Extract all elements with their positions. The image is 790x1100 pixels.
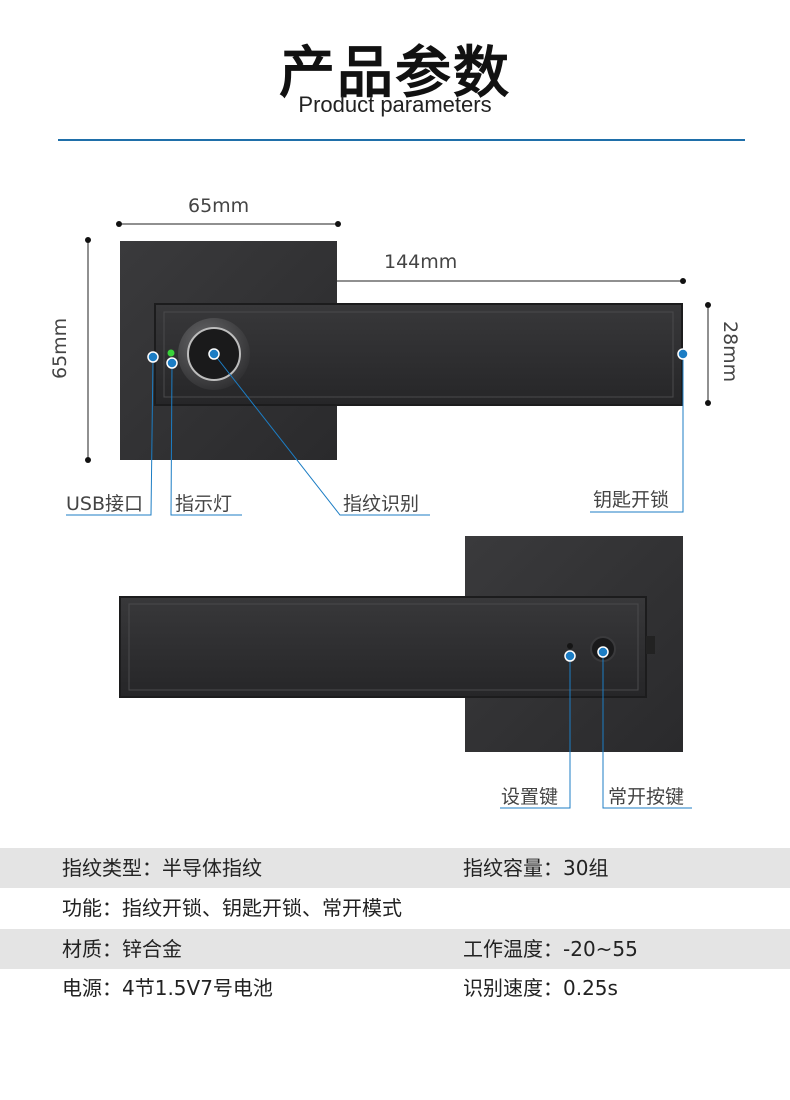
indicator-led-icon (167, 349, 175, 357)
lock-front-view (120, 241, 683, 460)
dim-handle-height (705, 302, 711, 406)
page-title: 产品参数 (279, 41, 511, 106)
callout-lines-top (66, 348, 689, 516)
spec-temperature: 工作温度：-20~55 (463, 937, 638, 961)
spec-row-2: 功能：指纹开锁、钥匙开锁、常开模式 (0, 888, 790, 928)
dim-plate-height (85, 237, 91, 463)
spec-fingerprint-type: 指纹类型：半导体指纹 (62, 856, 262, 880)
spec-row-4: 电源：4节1.5V7号电池 识别速度：0.25s (0, 968, 790, 1008)
page-subtitle: Product parameters (298, 92, 492, 117)
spec-fingerprint-capacity: 指纹容量：30组 (463, 856, 609, 880)
usb-port-label: USB接口 (66, 493, 144, 515)
spec-power: 电源：4节1.5V7号电池 (62, 976, 273, 1000)
always-open-button-label: 常开按键 (608, 786, 685, 808)
spec-speed: 识别速度：0.25s (463, 976, 618, 1000)
callout-lines-bottom (500, 646, 692, 809)
spec-material: 材质：锌合金 (62, 937, 182, 961)
fingerprint-label: 指纹识别 (343, 493, 420, 515)
setting-key-hole-icon (567, 643, 573, 649)
dim-plate-width (116, 221, 341, 227)
indicator-light-label: 指示灯 (175, 493, 233, 515)
lock-rear-view (119, 536, 683, 752)
dim-handle-height-label: 28mm (719, 321, 741, 383)
dim-plate-height-label: 65mm (49, 317, 71, 379)
setting-key-label: 设置键 (501, 786, 559, 808)
header-divider (58, 139, 745, 141)
dim-plate-width-label: 65mm (188, 195, 250, 217)
product-diagram (66, 221, 711, 809)
spec-functions: 功能：指纹开锁、钥匙开锁、常开模式 (62, 896, 402, 920)
spec-row-3: 材质：锌合金 工作温度：-20~55 (0, 929, 790, 969)
dim-handle-length-label: 144mm (384, 251, 458, 273)
spec-row-1: 指纹类型：半导体指纹 指纹容量：30组 (0, 848, 790, 888)
key-unlock-label: 钥匙开锁 (593, 489, 670, 511)
